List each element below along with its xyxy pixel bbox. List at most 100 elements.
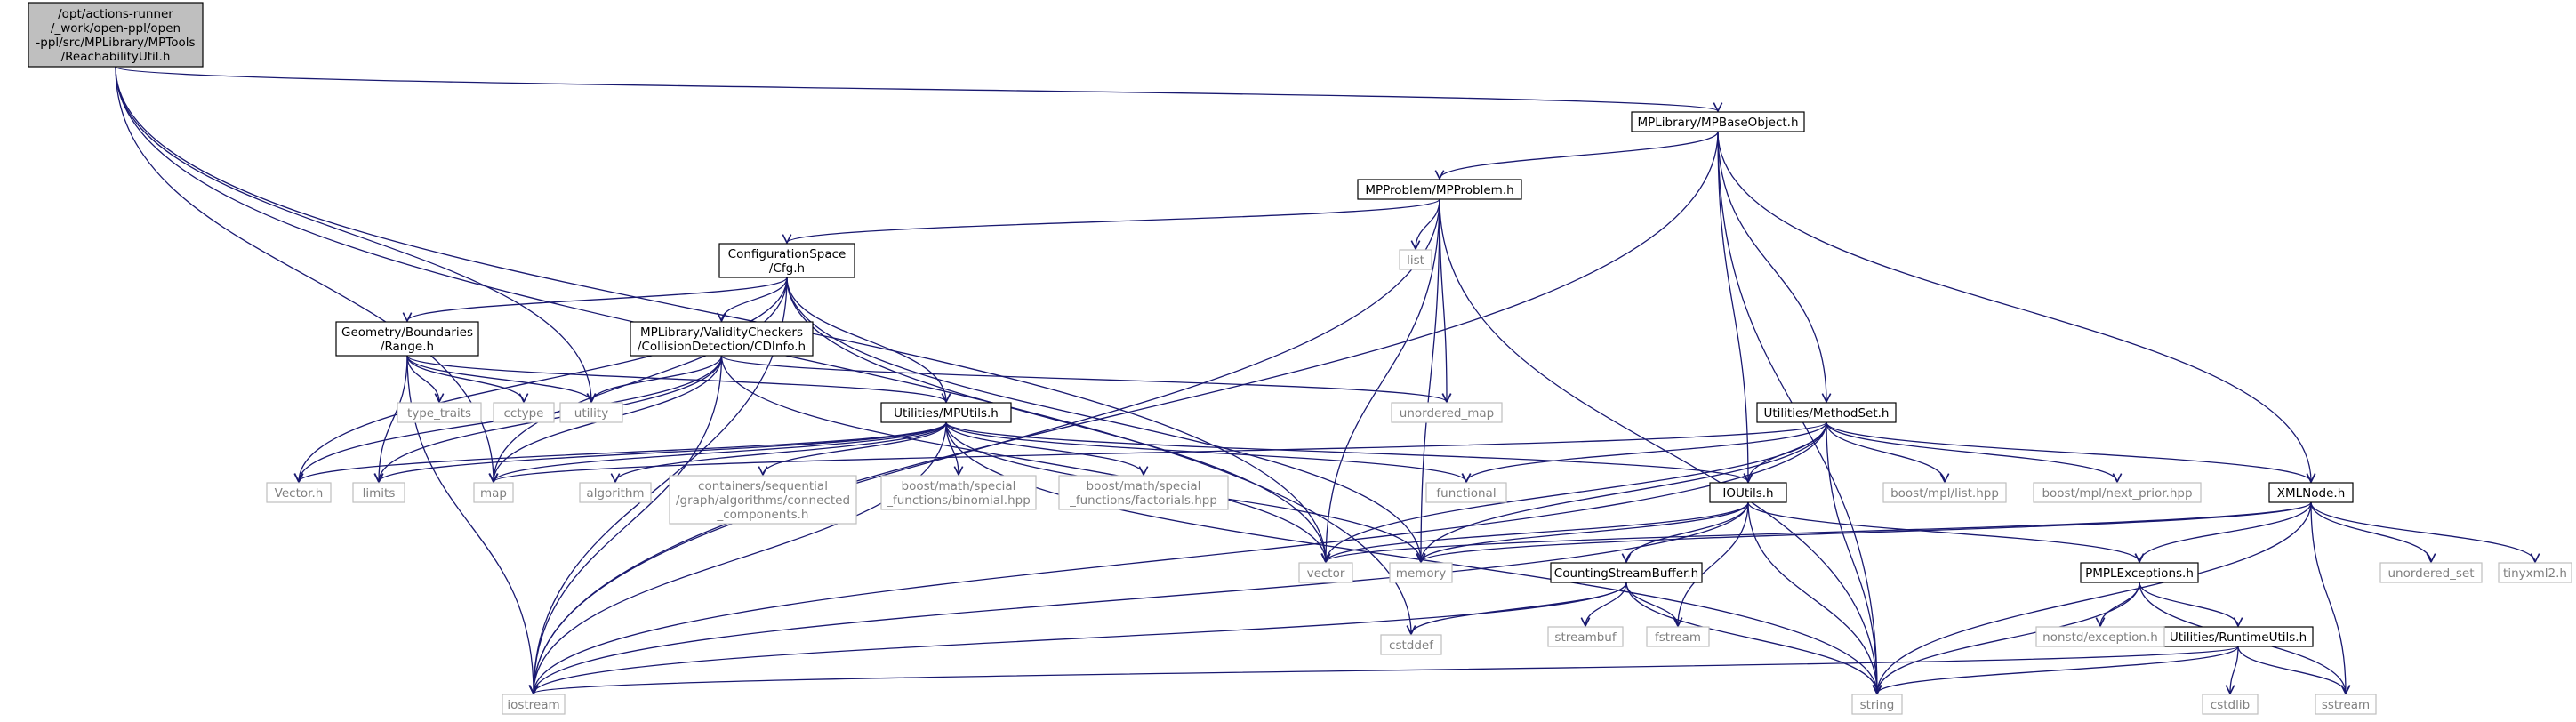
node-box [718,243,855,278]
node-label-line: streambuf [1554,630,1617,645]
node-mputils[interactable]: Utilities/MPUtils.h [880,402,1012,423]
edge-cfg-to-memory [786,277,1421,562]
node-cfg[interactable]: ConfigurationSpace/Cfg.h [718,243,855,278]
edge-methodset-to-iostream [534,421,1827,694]
node-box [335,321,479,357]
node-label-line: /CollisionDetection/CDInfo.h [638,340,806,354]
edge-root_node-to-utility [115,66,591,402]
edge-mputils-to-factorials [945,421,1144,475]
node-factorials: boost/math/special_functions/factorials.… [1058,475,1229,510]
edge-mputils-to-connected_components [763,421,947,475]
edge-range-to-cctype [406,355,524,402]
node-methodset[interactable]: Utilities/MethodSet.h [1756,402,1897,423]
node-range[interactable]: Geometry/Boundaries/Range.h [335,321,479,357]
node-utility: utility [559,402,623,423]
node-countingstreambuffer[interactable]: CountingStreamBuffer.h [1550,562,1703,583]
node-binomial: boost/math/special_functions/binomial.hp… [880,475,1037,510]
node-label-line: ConfigurationSpace [728,247,847,261]
node-root-node: /opt/actions-runner/_work/open-ppl/open-… [28,2,204,68]
edges [115,66,2535,694]
node-box [669,475,857,525]
node-runtimeutils[interactable]: Utilities/RuntimeUtils.h [2163,626,2314,647]
node-label-line: -ppl/src/MPLibrary/MPTools [36,36,195,50]
node-box [2379,562,2483,583]
node-connected-components: containers/sequential/graph/algorithms/c… [669,475,857,525]
node-box [352,482,405,503]
edge-ioutils-to-fstream [1678,501,1749,626]
node-limits: limits [352,482,405,503]
node-label-line: cctype [503,406,543,421]
node-pmplexceptions[interactable]: PMPLExceptions.h [2080,562,2199,583]
node-box [473,482,514,503]
node-ioutils[interactable]: IOUtils.h [1709,482,1787,503]
node-nonstd-exception: nonstd/exception.h [2035,626,2165,647]
node-label-line: limits [363,486,396,501]
edge-ioutils-to-vector [1326,501,1749,562]
edge-runtimeutils-to-iostream [534,646,2239,694]
node-box [2498,562,2572,583]
node-label-line: /graph/algorithms/connected [676,493,850,508]
node-label-line: boost/math/special [902,479,1016,493]
node-label-line: string [1860,698,1895,712]
edge-mputils-to-map [494,421,947,482]
edge-mpproblem-to-vector [1326,198,1440,562]
node-xmlnode[interactable]: XMLNode.h [2268,482,2354,503]
edge-ioutils-to-pmplexceptions [1747,501,2139,562]
node-box [1550,562,1703,583]
node-box [579,482,652,503]
edge-mputils-to-limits [379,421,947,482]
node-box [2033,482,2202,503]
edge-mpbaseobject-to-methodset [1717,131,1826,402]
node-box [1547,626,1624,647]
node-mpproblem[interactable]: MPProblem/MPProblem.h [1357,179,1522,200]
node-streambuf: streambuf [1547,626,1624,647]
node-label-line: Utilities/MPUtils.h [894,406,999,421]
node-box [2268,482,2354,503]
node-label-line: PMPLExceptions.h [2085,566,2194,581]
edge-xmlnode-to-memory [1421,501,2312,562]
node-string: string [1851,694,1903,715]
edge-methodset-to-map [494,421,1827,482]
node-box [1646,626,1710,647]
node-label-line: _functions/factorials.hpp [1069,493,1217,508]
node-label-line: Geometry/Boundaries [341,325,473,340]
edge-xmlnode-to-pmplexceptions [2139,501,2312,562]
edge-root_node-to-mpbaseobject [115,66,1718,111]
edge-countingstreambuffer-to-string [1625,582,1877,694]
edge-mpproblem-to-iostream [534,198,1440,694]
node-label-line: /ReachabilityUtil.h [61,50,171,64]
node-box [880,475,1037,510]
edge-xmlnode-to-tinyxml2 [2310,501,2535,562]
node-iostream: iostream [502,694,566,715]
node-unordered-map: unordered_map [1391,402,1503,423]
node-box [397,402,482,423]
edge-countingstreambuffer-to-cstddef [1411,582,1627,634]
edge-mputils-to-ioutils [945,421,1748,482]
edge-methodset-to-memory [1421,421,1827,562]
node-algorithm: algorithm [579,482,652,503]
node-cdinfo[interactable]: MPLibrary/ValidityCheckers/CollisionDete… [630,321,814,357]
node-label-line: nonstd/exception.h [2042,630,2158,645]
edge-mpproblem-to-string [1439,198,1877,694]
edge-cfg-to-map [494,277,788,482]
node-box [1631,111,1805,132]
node-label-line: boost/mpl/list.hpp [1890,486,1999,501]
edge-mputils-to-iostream [534,421,947,694]
node-box [1882,482,2007,503]
node-label-line: list [1407,253,1424,268]
edge-range-to-limits [379,355,408,482]
node-mpbaseobject[interactable]: MPLibrary/MPBaseObject.h [1631,111,1805,132]
edge-methodset-to-xmlnode [1826,421,2311,482]
node-box [493,402,555,423]
node-box [1851,694,1903,715]
node-label-line: boost/mpl/next_prior.hpp [2042,486,2192,501]
node-sstream: sstream [2315,694,2377,715]
node-label-line: type_traits [407,406,471,421]
node-box [28,2,204,68]
node-box [1298,562,1353,583]
edge-countingstreambuffer-to-streambuf [1585,582,1627,626]
node-label-line: unordered_map [1400,406,1494,421]
node-label-line: map [480,486,507,501]
edge-mputils-to-algorithm [615,421,947,482]
